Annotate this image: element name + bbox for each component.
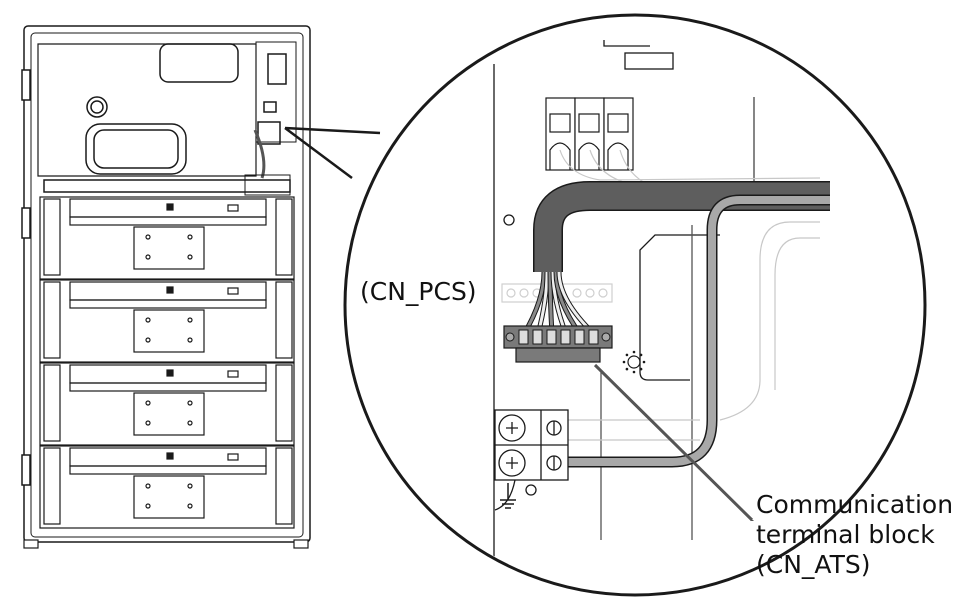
cn-pcs-connector [501,283,613,303]
power-terminals [545,97,634,171]
led-indicator-icon [627,355,641,369]
cn-ats-label-line1: Communication [756,490,954,519]
lock-icon [166,286,174,294]
battery-cabinet [21,25,311,543]
lock-icon [166,369,174,377]
handle-icon [227,287,239,295]
cn-pcs-label: (CN_PCS) [360,277,477,306]
power-terminal [545,97,576,171]
terminal-screw [546,329,557,345]
lock-icon [166,452,174,460]
terminal-screw [518,329,529,345]
handle-icon [227,453,239,461]
cn-ats-leader-line [593,363,754,522]
battery-module [39,445,295,529]
lock-icon [166,203,174,211]
led-indicator-rays [622,350,646,374]
battery-module [39,362,295,446]
terminal-screw [574,329,585,345]
callout-lines [284,126,381,180]
terminal-screw [560,329,571,345]
handle-icon [227,204,239,212]
panel-board [493,40,755,560]
power-terminal [574,97,605,171]
battery-module [39,279,295,363]
magnifier-circle [343,13,927,597]
battery-module [39,196,295,280]
handle-icon [227,370,239,378]
cabinet-feet [23,539,309,549]
ground-icon [500,483,516,509]
cn-ats-terminal-block [503,325,613,363]
ground-terminal-block [494,409,569,511]
cn-ats-label-line2: terminal block [756,520,935,549]
terminal-screw [532,329,543,345]
power-terminal [603,97,634,171]
battery-modules [39,196,295,529]
cn-ats-label: Communication terminal block (CN_ATS) [756,490,953,580]
terminal-screw [588,329,599,345]
cn-ats-label-line3: (CN_ATS) [756,550,871,579]
